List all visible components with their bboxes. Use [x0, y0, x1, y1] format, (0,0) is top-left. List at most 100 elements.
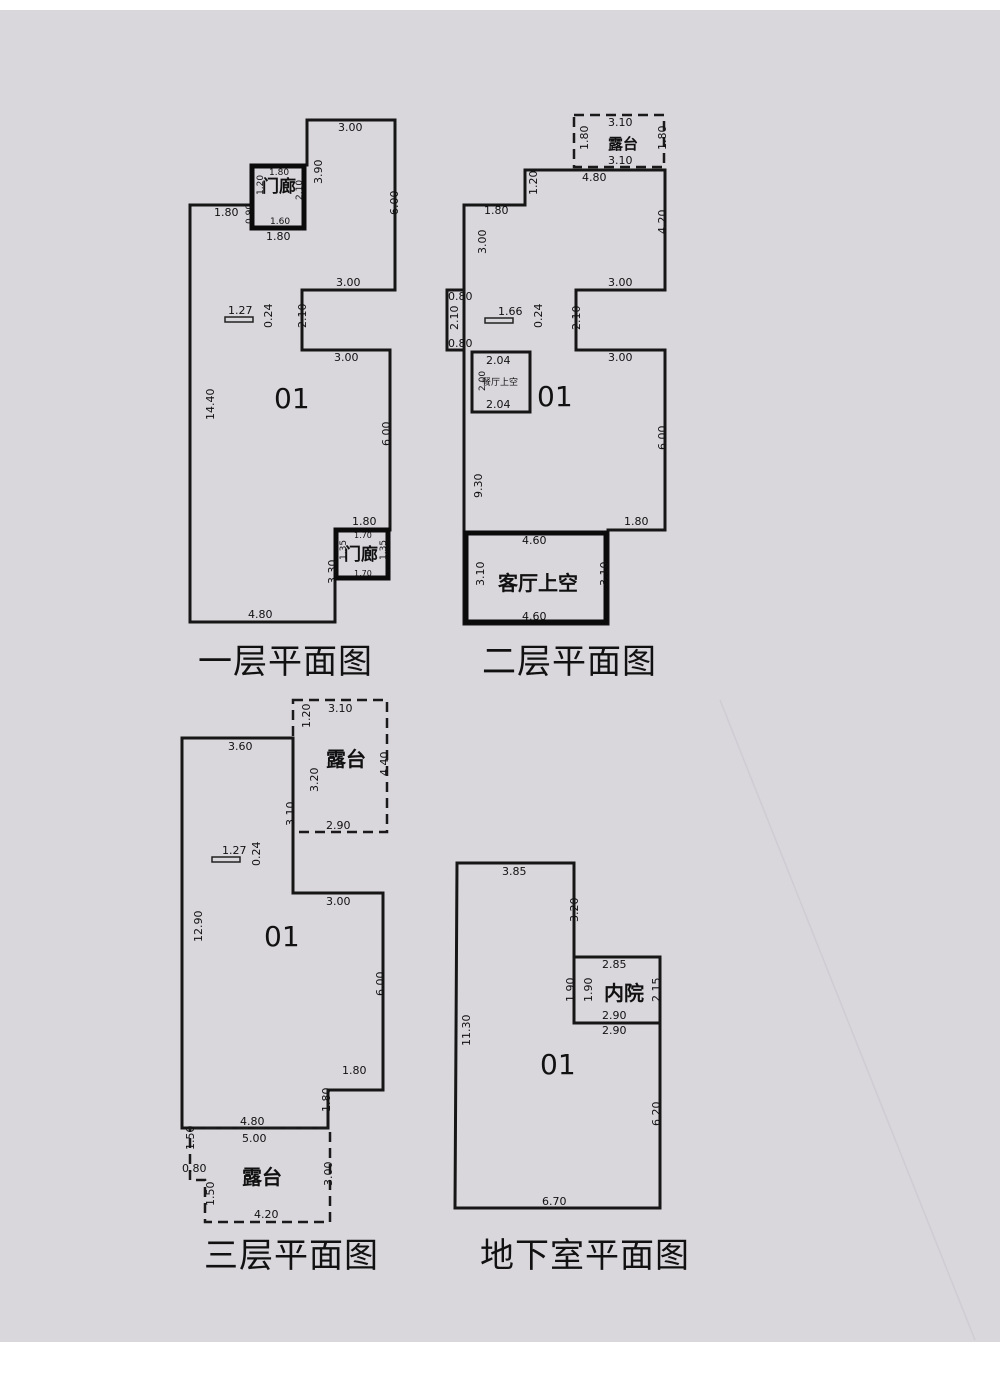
floor1-dim-porch2-bottom: 1.70	[354, 569, 372, 578]
floor1-dim-porch2-right: 1.35	[379, 540, 389, 560]
basement-dim-court-right: 2.15	[650, 978, 663, 1003]
floor2-dim-bump-top: 0.80	[448, 290, 473, 303]
floor2-dim-right-lower: 6.00	[656, 426, 669, 451]
floor2-dim-notch-top: 3.00	[608, 276, 633, 289]
basement-dim-top: 3.85	[502, 865, 527, 878]
floor3-dim-left: 12.90	[192, 911, 205, 943]
floor2-title: 二层平面图	[482, 642, 657, 682]
basement-courtyard	[572, 955, 662, 1025]
floor2-dim-terrace-left: 1.80	[578, 126, 591, 151]
basement-dim-court-top: 2.85	[602, 958, 627, 971]
floor3-dim-t2-right: 3.00	[322, 1162, 335, 1187]
floor1-porch-label: 门廊	[262, 176, 296, 197]
floor1-marker-num: 1.27	[228, 304, 253, 317]
floor1-dim-porch-inner: 1.60	[270, 217, 290, 227]
floor3-dim-terrace-inner: 3.20	[308, 768, 321, 793]
floor1-dim-right-bottom: 3.30	[326, 560, 339, 585]
floor2-dim-right-upper: 4.20	[656, 210, 669, 235]
floor3-dim-t2-top: 5.00	[242, 1132, 267, 1145]
floor3-dim-terrace-right: 4.40	[378, 752, 391, 777]
floor2-dim-notch-bottom: 3.00	[608, 351, 633, 364]
floor1-porch2-label: 门廊	[344, 544, 378, 565]
floor3-dim-terrace-top: 3.10	[328, 702, 353, 715]
floor2-room-number: 01	[537, 380, 573, 413]
floor2-dim-step-v: 1.20	[527, 171, 540, 196]
floor1-dim-bottom: 4.80	[248, 608, 273, 621]
floor3-title: 三层平面图	[204, 1236, 379, 1276]
floor1-dim-top: 3.00	[338, 121, 363, 134]
floor1-porch2	[333, 527, 391, 581]
floor3-dim-step: 1.80	[342, 1064, 367, 1077]
floor2-dim-small-h: 2.00	[478, 371, 488, 391]
floor1-porch	[249, 163, 307, 231]
floor2-terrace-label: 露台	[608, 135, 638, 153]
floor2-dim-left-lower: 9.30	[472, 474, 485, 499]
floor1-dim-porch-top: 1.80	[269, 168, 289, 178]
floor2-marker-num: 1.66	[498, 305, 523, 318]
floor3-dim-t2-left-c: 1.50	[204, 1182, 217, 1207]
floor3-dim-step-v: 1.80	[320, 1088, 333, 1113]
floor1-title: 一层平面图	[198, 642, 373, 682]
floor3-dim-terrace-step: 1.20	[300, 704, 313, 729]
floor2-dim-step: 1.80	[624, 515, 649, 528]
floor1-dim-porch-left-a: 1.20	[256, 175, 266, 195]
floor2-dim-terrace-right: 1.80	[656, 126, 669, 151]
basement-title: 地下室平面图	[480, 1236, 690, 1276]
floor1-dim-step: 1.80	[352, 515, 377, 528]
floor2-void-label: 客厅上空	[497, 571, 578, 595]
floor2-small-void-label: 餐厅上空	[482, 376, 518, 388]
floor1-room-number: 01	[274, 382, 310, 415]
floor2-dim-bump-h: 2.10	[448, 306, 461, 331]
floor3-room-number: 01	[264, 920, 300, 953]
floor3-dim-bottom: 4.80	[240, 1115, 265, 1128]
floor1-dim-right-upper: 6.00	[388, 191, 401, 216]
basement-dim-drop: 3.20	[568, 898, 581, 923]
floor3-terrace	[291, 698, 389, 834]
floor1-dim-left: 14.40	[204, 389, 217, 421]
floor3-dim-right: 6.00	[374, 972, 387, 997]
basement-dim-court-left-b: 1.90	[582, 978, 595, 1003]
floor2-dim-terrace-top: 3.10	[608, 116, 633, 129]
paper-background	[0, 10, 1000, 1342]
floor1-marker-side: 0.24	[262, 304, 275, 329]
basement-dim-court-left-a: 1.90	[564, 978, 577, 1003]
floor1-dim-porch-right: 2.10	[295, 180, 305, 200]
floor1-dim-porch-h: 3.90	[312, 160, 325, 185]
floor1-dim-porch-left-b: 0.90	[245, 204, 255, 224]
basement-dim-left: 11.30	[460, 1015, 473, 1047]
floor3-terrace2	[188, 1126, 332, 1224]
floor1-dim-porch2-top: 1.70	[354, 531, 372, 540]
floor3-dim-notch-h: 3.10	[284, 802, 297, 827]
floor1-dim-notch-h: 2.10	[296, 304, 309, 329]
floor2-dim-left-top: 1.80	[484, 204, 509, 217]
floor3-terrace-label: 露台	[326, 747, 366, 771]
basement-room-number: 01	[540, 1048, 576, 1081]
floor3-marker-icon	[211, 856, 241, 863]
floor2-dim-terrace-bottom: 3.10	[608, 154, 633, 167]
floor1-dim-right-lower: 6.00	[380, 422, 393, 447]
floor2-dim-void-right: 3.10	[598, 562, 611, 587]
floor2-dim-void-bottom: 4.60	[522, 610, 547, 623]
floor3-dim-notch-bottom: 3.00	[326, 895, 351, 908]
floor2-dim-notch-h: 2.10	[570, 306, 583, 331]
floor2-dim-void-top: 4.60	[522, 534, 547, 547]
basement-dim-right: 6.20	[650, 1102, 663, 1127]
basement-dim-court-bottom-a: 2.90	[602, 1009, 627, 1022]
floor2-small-void	[470, 350, 532, 414]
floor2-dim-void-left: 3.10	[474, 562, 487, 587]
floor1-plan: 01 门廊 门廊 1.27 0.24 3.00 6.00 1.80 3.90 1…	[188, 118, 401, 682]
floor2-marker-side: 0.24	[532, 304, 545, 329]
floor3-dim-t2-bottom: 4.20	[254, 1208, 279, 1221]
floor1-dim-porch2-left: 1.35	[339, 540, 349, 560]
floor3-marker-side: 0.24	[250, 842, 263, 867]
floor2-plan: 01 露台 客厅上空 餐厅上空 1.66 0.24 3.10 1.80 1.80…	[445, 113, 669, 682]
basement-dim-bottom: 6.70	[542, 1195, 567, 1208]
floor3-dim-t2-left-a: 1.50	[184, 1126, 197, 1151]
floor2-dim-small-top: 2.04	[486, 354, 511, 367]
paper-crease	[719, 699, 976, 1341]
basement-dim-court-bottom-b: 2.90	[602, 1024, 627, 1037]
floor3-dim-terrace-bottom: 2.90	[326, 819, 351, 832]
floor3-plan: 01 露台 露台 1.27 0.24 3.60 3.10 1.20 4.40 3…	[180, 698, 391, 1276]
